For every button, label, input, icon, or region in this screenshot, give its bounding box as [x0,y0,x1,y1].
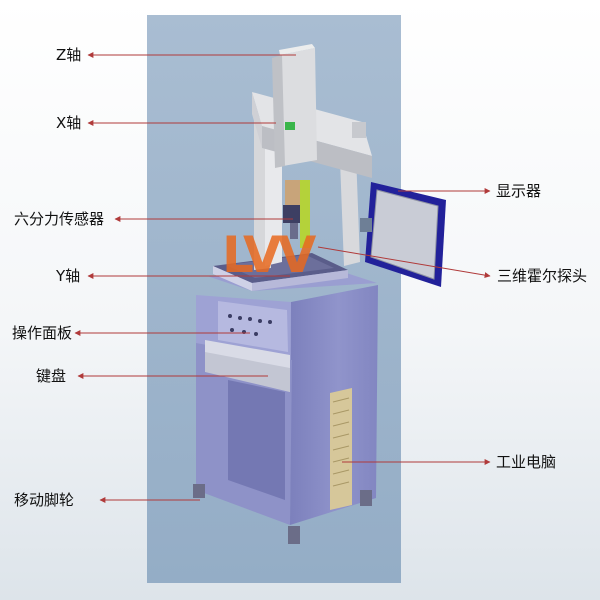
label-force-sensor: 六分力传感器 [14,210,105,228]
label-industrial-pc: 工业电脑 [496,453,557,471]
label-keyboard: 键盘 [36,367,67,385]
label-y-axis: Y轴 [56,267,81,285]
label-control-panel: 操作面板 [12,324,73,342]
monitor [360,182,446,287]
watermark-logo: LVV [222,226,316,284]
label-x-axis: X轴 [56,114,82,132]
label-monitor: 显示器 [496,182,542,200]
label-hall-probe: 三维霍尔探头 [497,267,588,285]
label-z-axis: Z轴 [56,46,82,64]
casters [193,484,372,544]
leader-lines [74,52,491,503]
cabinet [196,268,378,525]
label-casters: 移动脚轮 [14,491,75,509]
